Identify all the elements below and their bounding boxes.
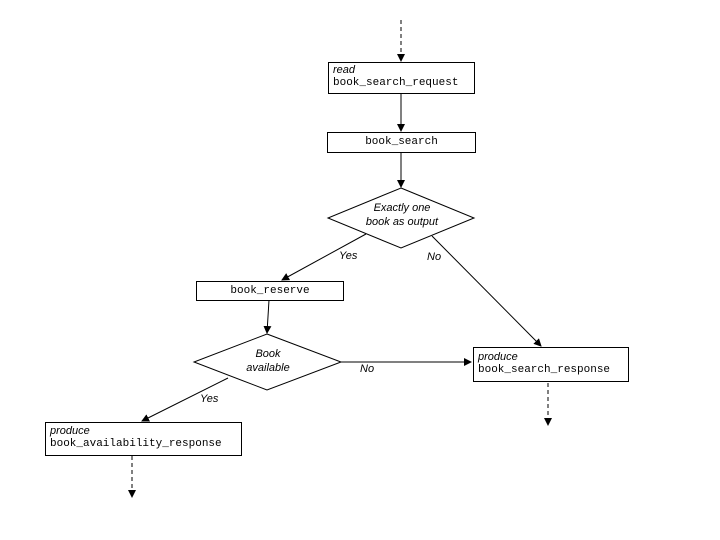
produce-search-response-box: produce book_search_response xyxy=(473,347,629,382)
decision-book-available-line2: available xyxy=(246,362,290,374)
arrow-one-yes-to-reserve xyxy=(281,233,367,281)
decision-exactly-one-text: Exactly one book as output xyxy=(350,201,454,229)
decision-exactly-one-diamond xyxy=(326,187,476,249)
decision-exactly-one-line2: book as output xyxy=(365,216,439,228)
produce-availability-response-verb: produce xyxy=(50,425,90,437)
produce-search-response-name: book_search_response xyxy=(478,364,611,376)
edge-label-one-no: No xyxy=(427,251,442,263)
book-search-name: book_search xyxy=(365,136,438,148)
read-request-box: read book_search_request xyxy=(328,62,475,94)
book-search-box: book_search xyxy=(327,132,476,153)
decision-book-available-text: Book available xyxy=(225,347,311,375)
decision-book-available-diamond xyxy=(192,333,343,391)
arrow-one-no-to-search-response xyxy=(431,235,542,347)
edge-label-available-yes: Yes xyxy=(200,393,219,405)
arrow-reserve-to-available xyxy=(263,299,272,334)
decision-exactly-one-line1: Exactly one xyxy=(373,202,431,214)
read-request-verb: read xyxy=(333,64,356,76)
edge-label-available-no: No xyxy=(360,363,375,375)
produce-search-response-verb: produce xyxy=(478,351,518,363)
book-reserve-name: book_reserve xyxy=(230,284,310,297)
produce-availability-response-box: produce book_availability_response xyxy=(45,422,242,456)
edge-label-one-yes: Yes xyxy=(339,250,358,262)
arrow-available-yes-to-availability xyxy=(141,377,229,422)
book-reserve-box: book_reserve xyxy=(196,281,344,301)
read-request-name: book_search_request xyxy=(333,77,459,89)
decision-book-available-line1: Book xyxy=(255,348,281,360)
produce-availability-response-name: book_availability_response xyxy=(50,438,222,450)
